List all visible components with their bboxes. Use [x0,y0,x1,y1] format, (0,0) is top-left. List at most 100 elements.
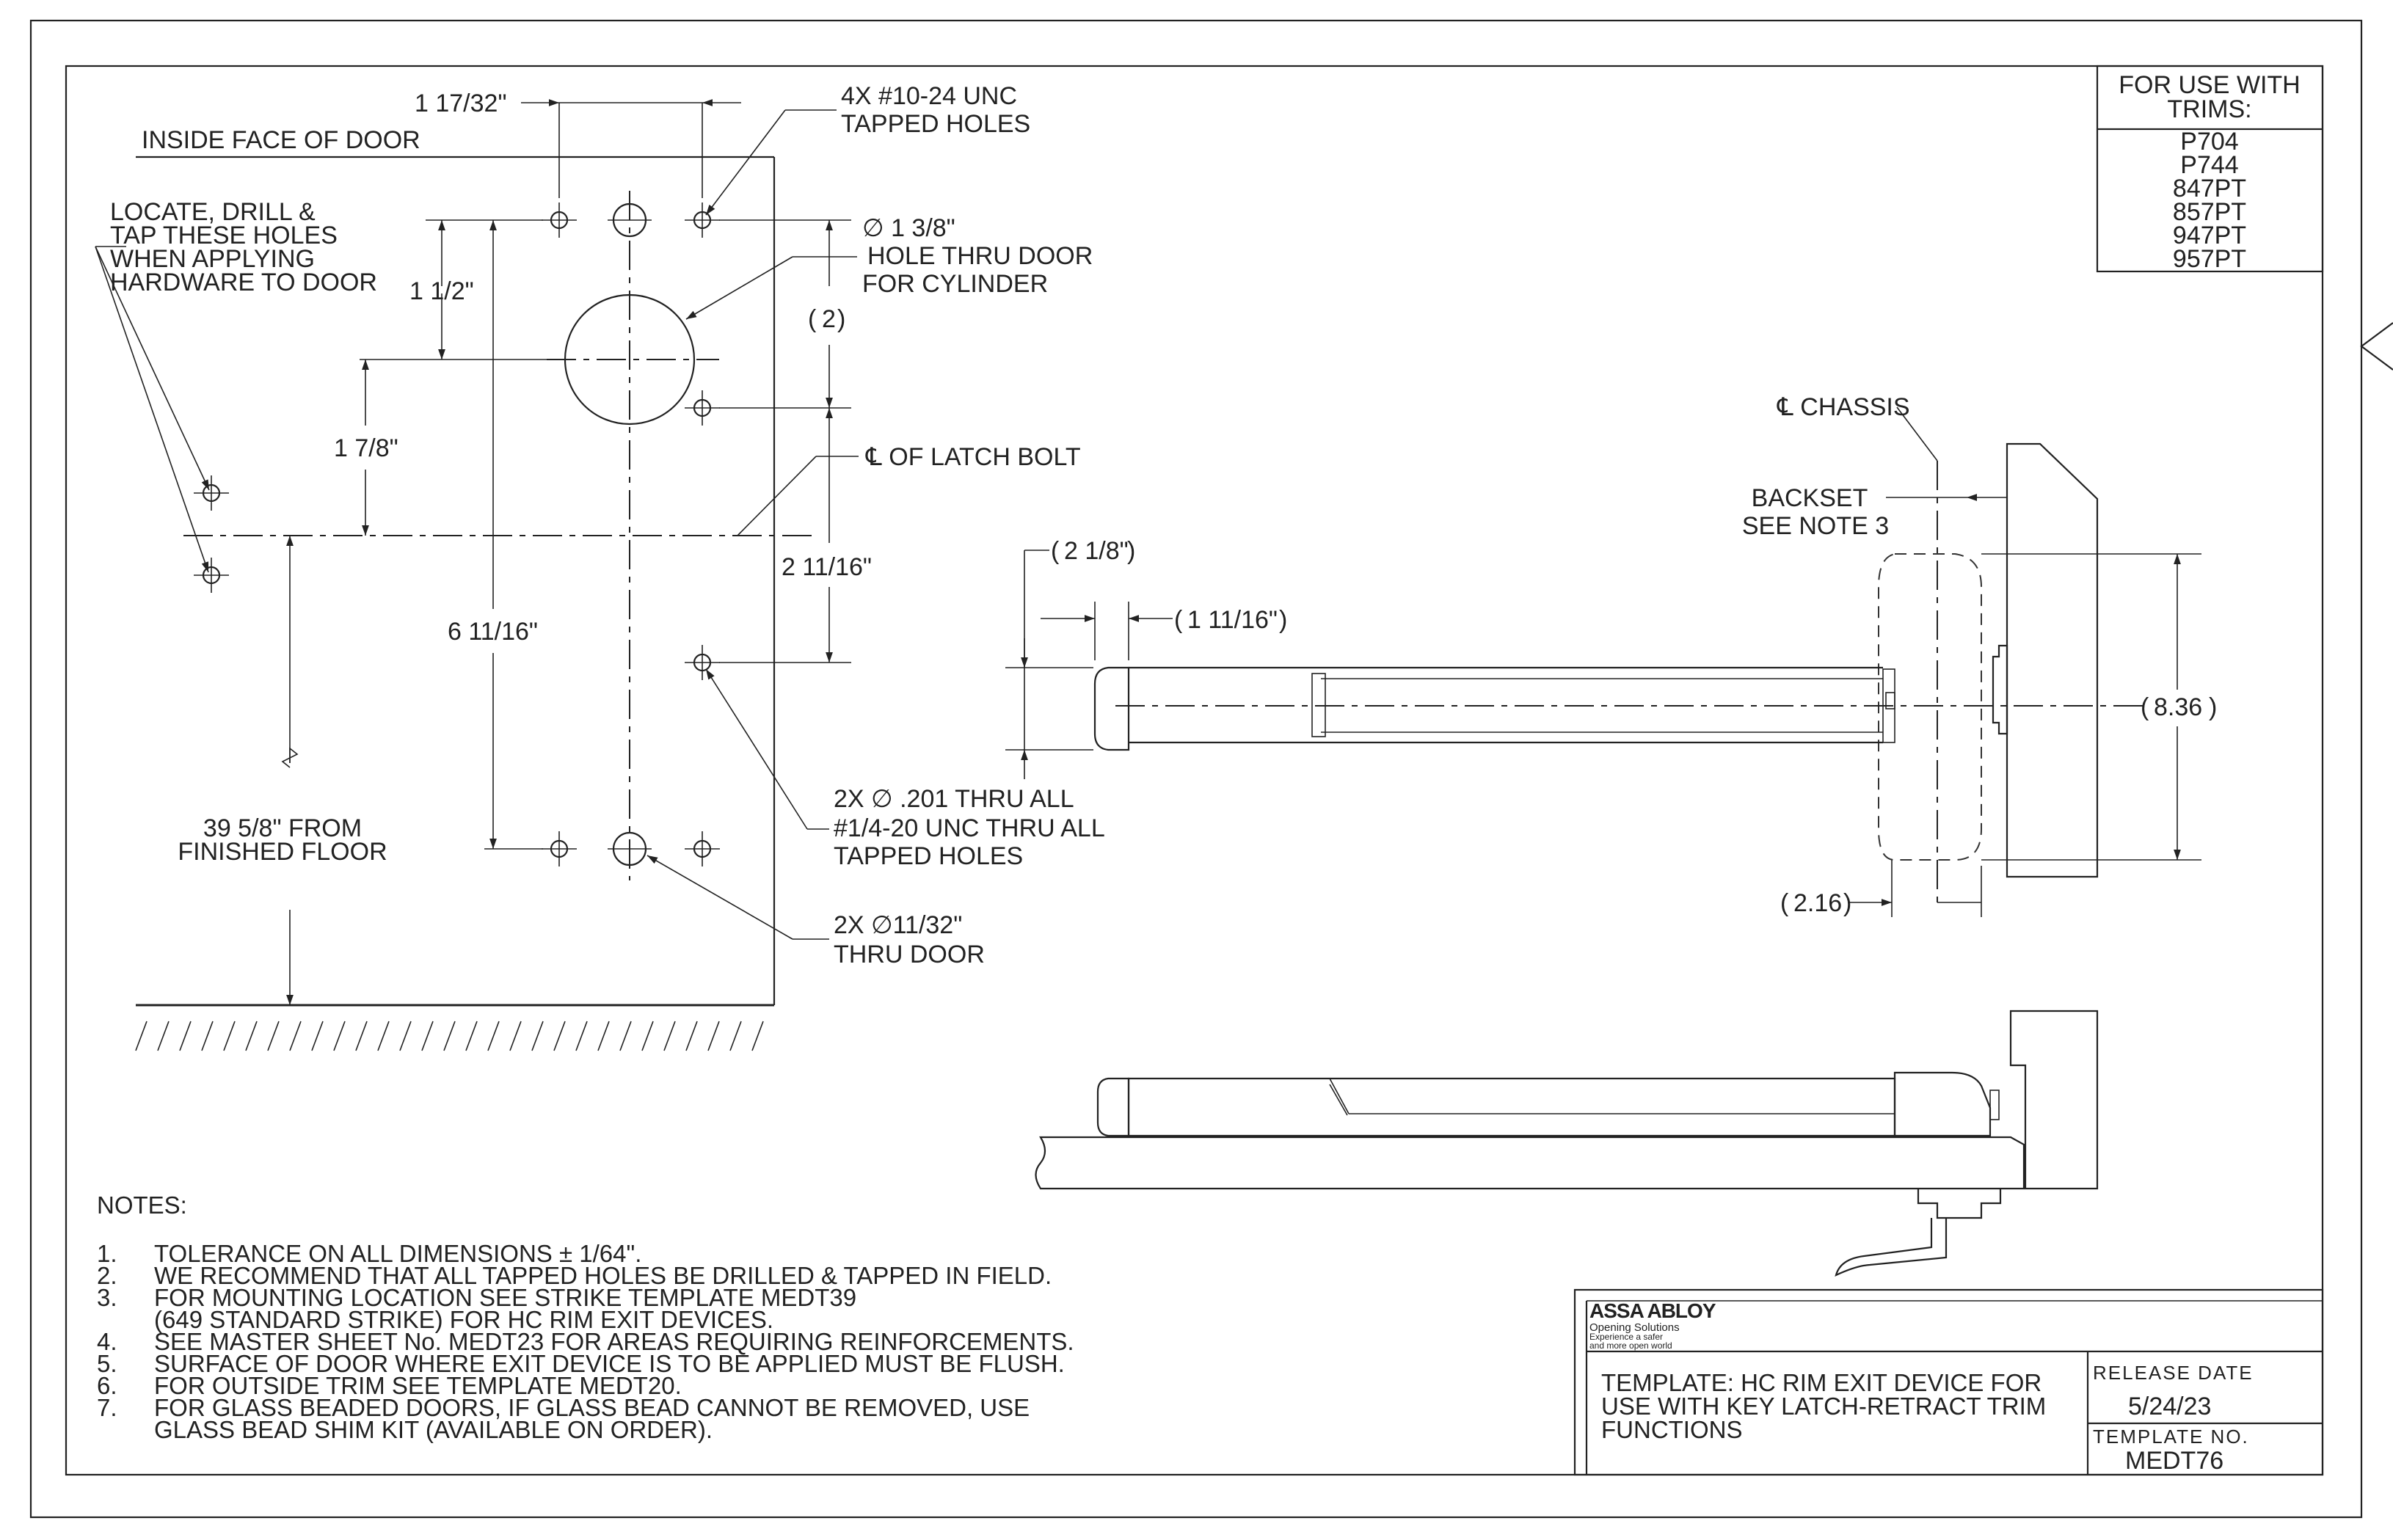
dim-1-11-16-paren-close: ) [1279,606,1287,634]
front-view: INSIDE FACE OF DOOR [95,82,1105,1051]
dim-2-16-paren-close: ) [1843,889,1851,917]
frame-section-lower [2009,1010,2099,1190]
strike [1992,644,2008,735]
floor-dim-2: FINISHED FLOOR [178,838,387,866]
tapped-holes-1: 4X #10-24 UNC [841,82,1017,110]
thru-all-3: TAPPED HOLES [834,842,1023,870]
note-text: (649 STANDARD STRIKE) FOR HC RIM EXIT DE… [154,1306,773,1333]
dim-2: 2 [822,305,836,333]
trims-header-2: TRIMS: [2167,95,2251,123]
trim-item: 957PT [2173,245,2246,273]
bar-end-cap-lower [1096,1077,1130,1137]
note-text: FOR GLASS BEADED DOORS, IF GLASS BEAD CA… [154,1394,1030,1421]
lever-rose [1917,1189,2002,1219]
bar-end-cap [1093,666,1130,751]
cylinder-hole-2: HOLE THRU DOOR [867,242,1093,270]
note-number: 1. [97,1240,117,1267]
trims-box: FOR USE WITH TRIMS: P704 P744 847PT 857P… [2096,65,2324,273]
title-block: ASSA ABLOY Opening Solutions Experience … [1573,1288,2324,1476]
dim-1-7-8: 1 7/8" [334,434,398,462]
frame-section [2006,442,2099,878]
brand-tagline-1: Experience a safer [1589,1332,1663,1342]
locate-note-1: LOCATE, DRILL & [110,198,316,226]
release-date: 5/24/23 [2128,1393,2211,1420]
inside-face-label: INSIDE FACE OF DOOR [142,126,420,154]
floor-dim-1: 39 5/8" FROM [203,814,362,842]
dim-2-16-paren-open: ( [1780,889,1789,917]
inner-border [65,65,2324,1476]
dim-2-1-8-paren-open: ( [1051,537,1060,565]
dim-1-17-32: 1 17/32" [415,90,507,117]
floor-hatch [135,1021,764,1051]
thru-door-hole [608,831,652,866]
notes-section: NOTES: 1. TOLERANCE ON ALL DIMENSIONS ± … [97,1192,1074,1443]
tapped-hole [683,389,721,427]
note-number: 5. [97,1350,117,1377]
dim-8-36: 8.36 [2154,693,2202,721]
dim-1-11-16-paren-open: ( [1174,606,1183,634]
dim-2-paren-close: ) [837,305,845,333]
trim-item: 857PT [2173,198,2246,226]
note-text: GLASS BEAD SHIM KIT (AVAILABLE ON ORDER)… [154,1416,713,1443]
door-slab [1035,1136,2025,1190]
trim-item: P704 [2180,128,2238,156]
notes-heading: NOTES: [97,1192,187,1219]
note-text: SEE MASTER SHEET No. MEDT23 FOR AREAS RE… [154,1328,1074,1355]
template-title-3: FUNCTIONS [1601,1416,1743,1443]
trim-item: P744 [2180,151,2238,179]
lever-handle [1835,1218,1948,1277]
note-text: FOR OUTSIDE TRIM SEE TEMPLATE MEDT20. [154,1372,682,1399]
hardware-hole [192,556,230,594]
tapped-hole [540,830,578,868]
trims-header-1: FOR USE WITH [2119,71,2300,99]
chassis-body [1878,553,1982,861]
thru-door-2: THRU DOOR [834,941,985,968]
trim-item: 947PT [2173,222,2246,249]
tapped-holes-2: TAPPED HOLES [841,110,1030,138]
side-view-bottom [1035,1010,2099,1277]
outer-border [29,19,2363,1519]
tapped-hole [683,830,721,868]
thru-door-1: 2X ∅11/32" [834,911,962,939]
release-date-label: RELEASE DATE [2093,1362,2254,1384]
tapped-hole [683,643,721,682]
note-number: 6. [97,1372,117,1399]
note-text: SURFACE OF DOOR WHERE EXIT DEVICE IS TO … [154,1350,1065,1377]
chassis-lower [1893,1071,1992,1137]
thru-door-hole [608,202,652,238]
dim-8-36-paren-close: ) [2209,693,2217,721]
note-number: 3. [97,1284,117,1311]
backset-2: SEE NOTE 3 [1742,512,1889,540]
dim-2-1-8-paren-close: ) [1127,537,1135,565]
dim-6-11-16: 6 11/16" [448,618,538,646]
note-text: WE RECOMMEND THAT ALL TAPPED HOLES BE DR… [154,1262,1052,1289]
note-text: TOLERANCE ON ALL DIMENSIONS ± 1/64". [154,1240,641,1267]
note-text: FOR MOUNTING LOCATION SEE STRIKE TEMPLAT… [154,1284,856,1311]
tapped-hole [683,201,721,239]
dim-1-11-16: 1 11/16" [1187,606,1278,634]
template-no: MEDT76 [2125,1447,2223,1475]
latch-bolt-label: ℄ OF LATCH BOLT [865,443,1081,471]
locate-note-2: TAP THESE HOLES [110,222,338,249]
trim-item: 847PT [2173,175,2246,202]
note-number: 7. [97,1394,117,1421]
dim-2-11-16: 2 11/16" [782,553,872,581]
sheet-edge-mark [2360,322,2393,371]
note-number: 2. [97,1262,117,1289]
hardware-hole [192,474,230,512]
dim-2-16: 2.16 [1793,889,1842,917]
dim-2-paren-open: ( [808,305,817,333]
chassis-label: ℄ CHASSIS [1777,393,1910,421]
brand-division: Opening Solutions [1589,1321,1680,1334]
note-number: 4. [97,1328,117,1355]
dim-8-36-paren-open: ( [2141,693,2149,721]
brand-logo: ASSA ABLOY [1589,1299,1716,1322]
thru-all-1: 2X ∅ .201 THRU ALL [834,785,1074,813]
cylinder-hole-3: FOR CYLINDER [862,270,1048,298]
dim-1-1-2: 1 1/2" [409,277,474,305]
dim-2-1-8: 2 1/8" [1064,537,1129,565]
push-bar [1127,1077,1896,1137]
cylinder-hole-1: ∅ 1 3/8" [862,214,955,242]
thru-all-2: #1/4-20 UNC THRU ALL [834,814,1105,842]
